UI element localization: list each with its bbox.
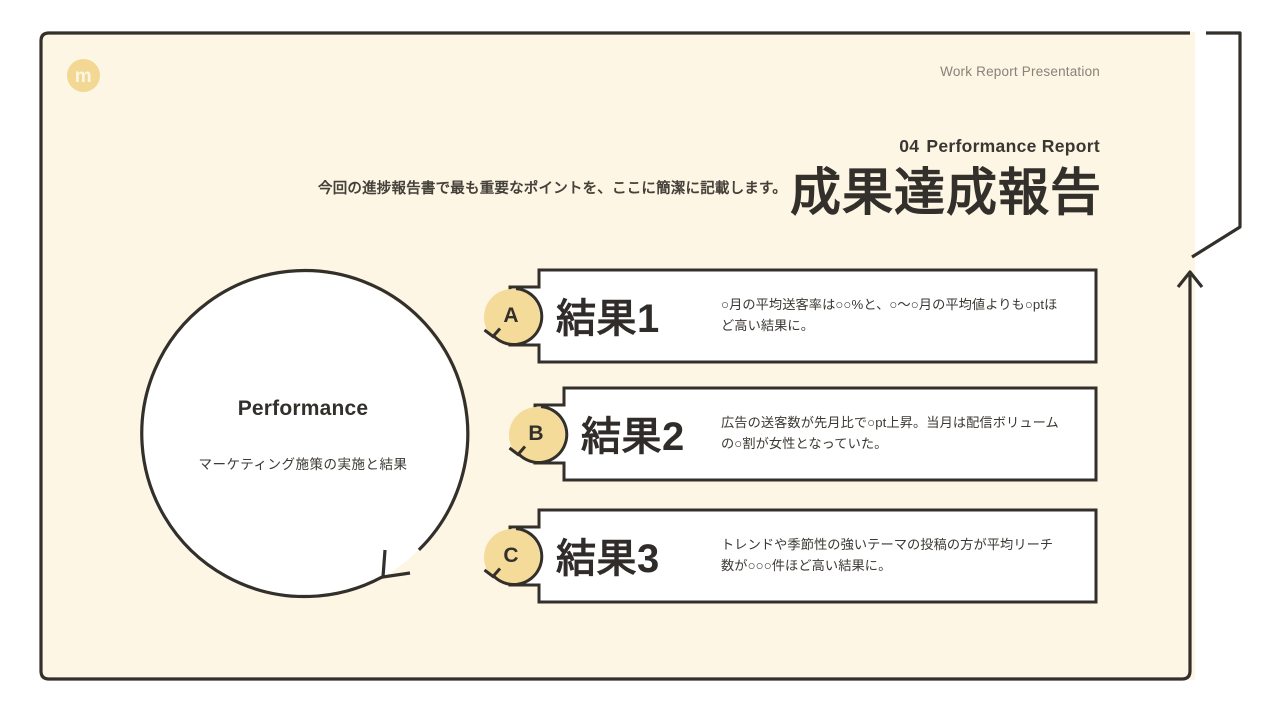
- result-b-heading: 結果2: [581, 415, 685, 459]
- performance-circle-arc-icon: [140, 268, 470, 599]
- result-card-b-outline: [533, 386, 1098, 482]
- result-badge-b-letter: B: [528, 422, 544, 445]
- deck-kicker: Work Report Presentation: [940, 64, 1100, 79]
- performance-circle-text: Performance マーケティング施策の実施と結果: [136, 268, 470, 602]
- result-a-body: ○月の平均送客率は○○%と、○～○月の平均値よりも○ptほど高い結果に。: [721, 297, 1058, 334]
- result-b-body: 広告の送客数が先月比で○pt上昇。当月は配信ボリュームの○割が女性となっていた。: [721, 415, 1059, 452]
- brand-logo: m: [67, 59, 100, 92]
- refresh-arrow-icon: [483, 287, 544, 346]
- performance-circle: Performance マーケティング施策の実施と結果: [136, 268, 470, 602]
- result-row-c[interactable]: C 結果3 トレンドや季節性の強いテーマの投稿の方が平均リーチ数が○○○件ほど高…: [483, 508, 1098, 604]
- result-a-heading: 結果1: [556, 297, 660, 341]
- page-title: 成果達成報告: [789, 164, 1102, 221]
- result-badge-c: C: [478, 523, 544, 589]
- section-eyebrow: 04 Performance Report: [899, 136, 1100, 157]
- refresh-arrow-icon: [483, 527, 544, 586]
- result-c-heading: 結果3: [556, 537, 660, 581]
- refresh-arrow-icon: [508, 405, 569, 464]
- result-badge-c-letter: C: [503, 544, 519, 567]
- performance-circle-title: Performance: [237, 397, 369, 420]
- section-number: 04: [899, 136, 920, 156]
- brand-logo-letter: m: [74, 66, 93, 87]
- result-badge-a: A: [478, 283, 544, 349]
- performance-circle-subtitle: マーケティング施策の実施と結果: [198, 457, 408, 472]
- lead-paragraph: 今回の進捗報告書で最も重要なポイントを、ここに簡潔に記載します。: [318, 181, 787, 197]
- result-row-a[interactable]: A 結果1 ○月の平均送客率は○○%と、○～○月の平均値よりも○ptほど高い結果…: [483, 268, 1098, 364]
- result-badge-a-letter: A: [503, 304, 519, 327]
- result-badge-b: B: [503, 401, 569, 467]
- result-card-a-outline: [508, 268, 1098, 364]
- result-row-b[interactable]: B 結果2 広告の送客数が先月比で○pt上昇。当月は配信ボリュームの○割が女性と…: [508, 386, 1098, 482]
- section-label: Performance Report: [926, 136, 1100, 156]
- result-card-c-outline: [508, 508, 1098, 604]
- result-c-body: トレンドや季節性の強いテーマの投稿の方が平均リーチ数が○○○件ほど高い結果に。: [721, 537, 1054, 574]
